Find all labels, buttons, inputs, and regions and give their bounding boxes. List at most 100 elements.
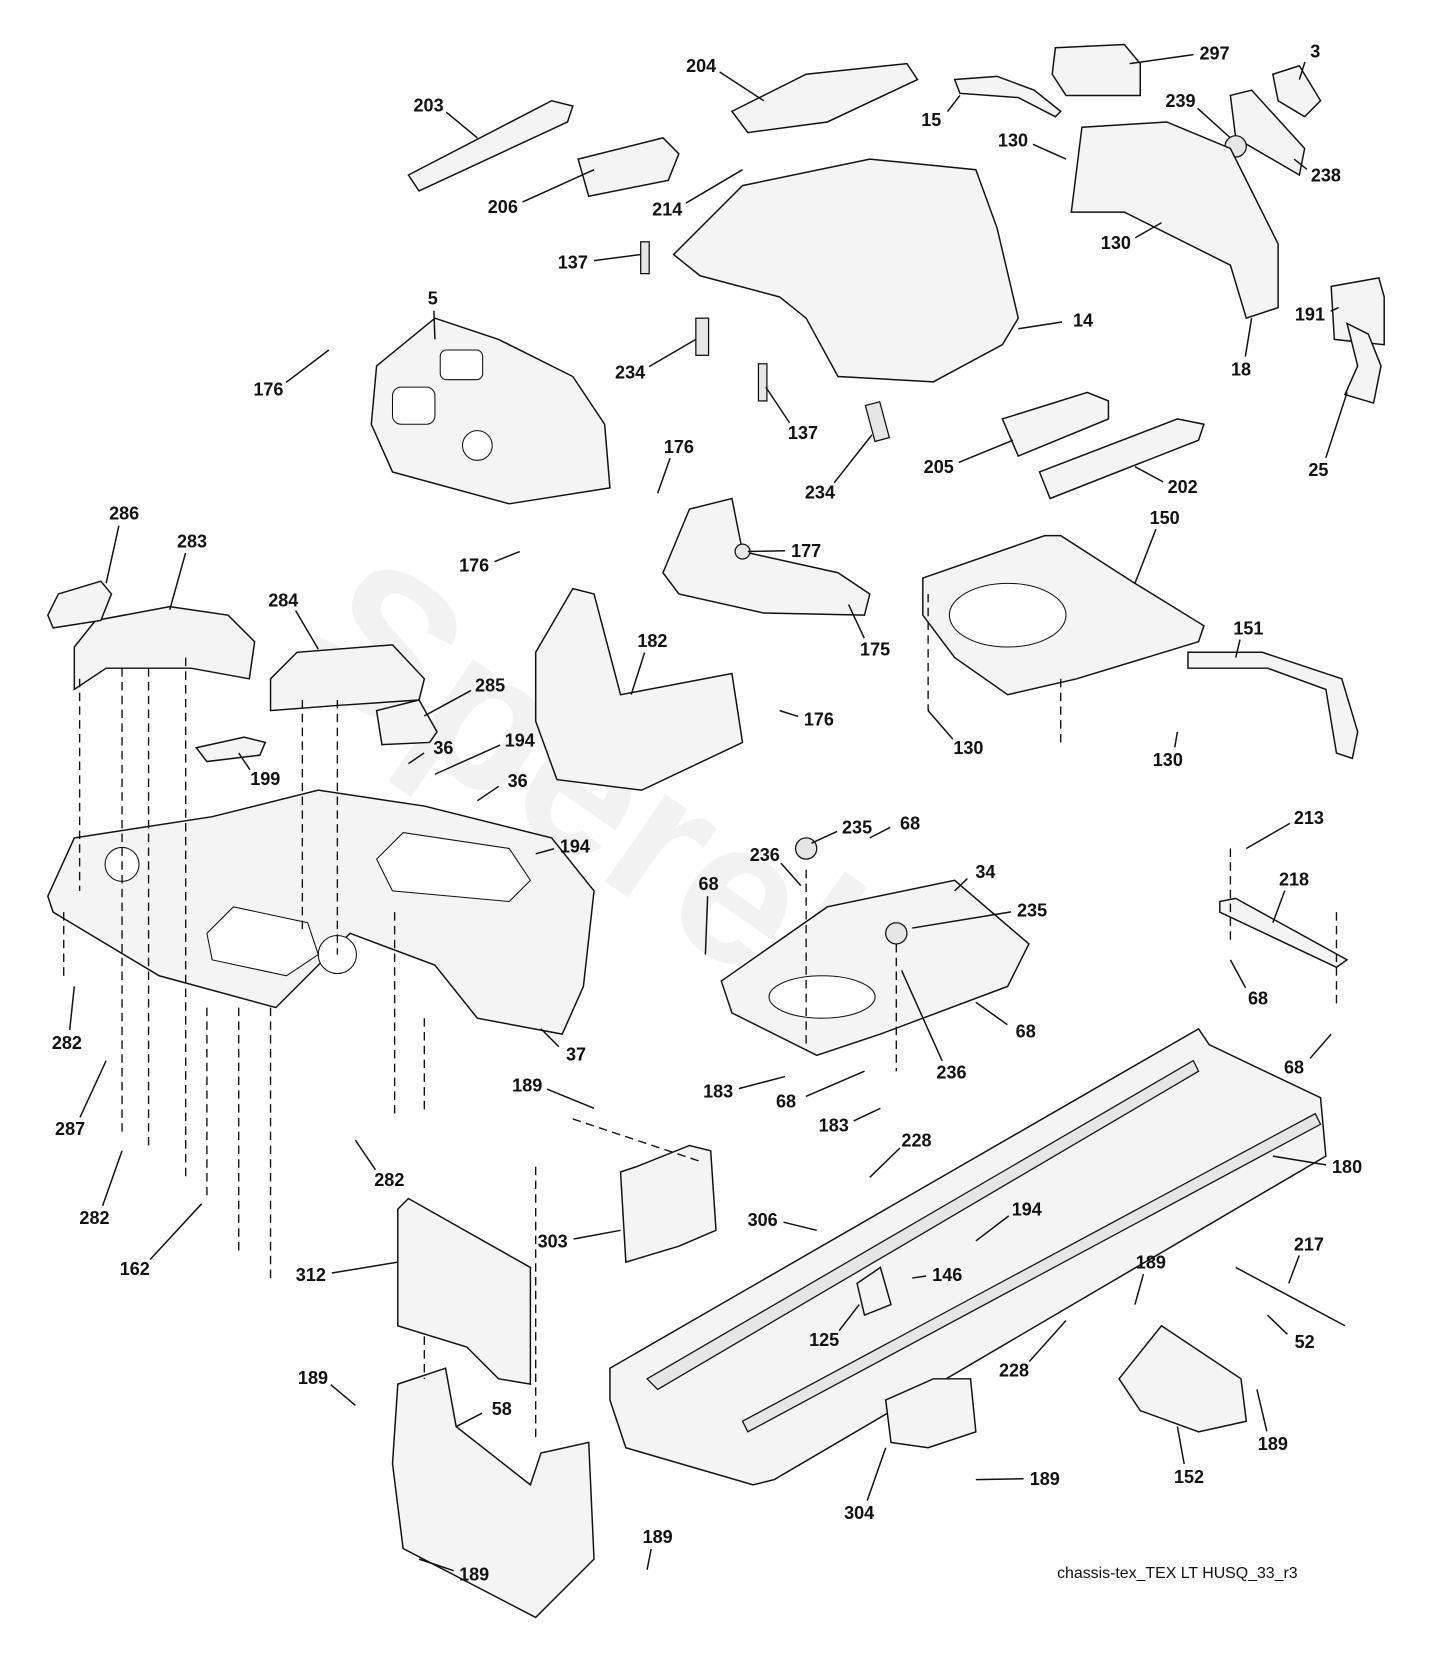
part-callout-238: 238 <box>1311 165 1341 185</box>
part-callout-191: 191 <box>1295 304 1325 324</box>
part-callout-18: 18 <box>1231 359 1251 379</box>
leader-line-189 <box>418 1558 454 1572</box>
part-callout-189: 189 <box>1030 1469 1060 1489</box>
leader-line-234 <box>648 338 697 368</box>
part-137-strip <box>757 363 768 402</box>
part-285-cap <box>375 699 438 746</box>
part-callout-283: 283 <box>177 531 207 551</box>
part-303-shield <box>619 1144 717 1264</box>
leader-line-3 <box>1298 61 1306 80</box>
leader-line-306 <box>783 1221 817 1232</box>
leader-line-68 <box>975 1001 1008 1026</box>
part-callout-287: 287 <box>55 1119 85 1139</box>
part-callout-189: 189 <box>1258 1434 1288 1454</box>
leader-line-146 <box>912 1275 927 1279</box>
leader-line-183 <box>853 1107 881 1122</box>
leader-line-36 <box>476 785 500 802</box>
part-callout-36: 36 <box>508 771 528 791</box>
leader-line-175 <box>847 604 865 639</box>
leader-line-68 <box>1309 1033 1332 1060</box>
part-callout-68: 68 <box>1284 1057 1304 1077</box>
part-180-frame-rail <box>741 1112 1322 1433</box>
part-callout-151: 151 <box>1233 618 1263 638</box>
leader-line-282 <box>354 1139 377 1171</box>
part-callout-130: 130 <box>998 130 1028 150</box>
part-297-cover <box>1051 43 1141 97</box>
part-callout-25: 25 <box>1308 460 1328 480</box>
leader-line-236 <box>780 862 802 887</box>
part-callout-183: 183 <box>703 1082 733 1102</box>
part-286-cap <box>46 580 113 629</box>
leader-line-239 <box>1197 107 1231 139</box>
part-15-strip <box>953 75 1062 118</box>
leader-line-205 <box>958 439 1014 464</box>
leader-line-150 <box>1134 528 1157 584</box>
leader-line-189 <box>330 1384 356 1406</box>
part-217-rod <box>1235 1266 1346 1327</box>
leader-line-217 <box>1288 1255 1300 1284</box>
part-callout-3: 3 <box>1310 41 1320 61</box>
part-37-opening <box>375 832 532 903</box>
leader-line-68 <box>1229 959 1247 989</box>
part-235-spacer <box>794 837 818 860</box>
part-34-opening <box>768 975 876 1019</box>
part-150-opening <box>948 582 1067 648</box>
part-14-hood <box>672 158 1020 383</box>
part-177-nut <box>734 543 751 560</box>
part-callout-203: 203 <box>414 95 444 115</box>
part-callout-15: 15 <box>921 110 941 130</box>
part-204-vent <box>730 62 919 134</box>
leader-line-218 <box>1272 890 1286 924</box>
leader-line-176 <box>494 550 521 563</box>
part-callout-37: 37 <box>566 1045 586 1065</box>
part-callout-68: 68 <box>1248 988 1268 1008</box>
part-callout-36: 36 <box>433 738 453 758</box>
part-3-bracket <box>1271 64 1322 118</box>
part-callout-180: 180 <box>1332 1157 1362 1177</box>
leader-line-52 <box>1267 1314 1288 1335</box>
leader-line-234 <box>833 434 873 484</box>
leader-line-285 <box>423 689 472 717</box>
leader-line-130 <box>927 710 954 740</box>
leader-line-125 <box>838 1304 860 1332</box>
leader-line-176 <box>656 457 671 494</box>
part-callout-205: 205 <box>924 457 954 477</box>
part-callout-68: 68 <box>900 813 920 833</box>
leader-line-68 <box>704 896 709 955</box>
part-callout-282: 282 <box>374 1170 404 1190</box>
part-callout-214: 214 <box>652 199 682 219</box>
part-callout-130: 130 <box>1101 233 1131 253</box>
leader-line-36 <box>408 752 425 765</box>
part-callout-137: 137 <box>788 423 818 443</box>
leader-line-228 <box>1028 1319 1067 1363</box>
part-callout-303: 303 <box>538 1231 568 1251</box>
part-callout-68: 68 <box>1016 1021 1036 1041</box>
part-238-panel <box>1229 89 1306 177</box>
part-callout-297: 297 <box>1199 43 1229 63</box>
assembly-lines <box>63 593 1338 1438</box>
part-callout-194: 194 <box>1012 1199 1042 1219</box>
leader-line-191 <box>1330 306 1339 312</box>
leader-line-283 <box>169 552 187 611</box>
part-callout-182: 182 <box>637 631 667 651</box>
part-234-clip <box>695 317 710 356</box>
part-callout-177: 177 <box>791 541 821 561</box>
leader-line-68 <box>805 1070 865 1098</box>
part-callout-5: 5 <box>428 288 438 308</box>
part-callout-189: 189 <box>1136 1253 1166 1273</box>
part-5-dash <box>370 317 611 505</box>
part-5-opening <box>461 430 493 461</box>
part-callout-176: 176 <box>253 380 283 400</box>
part-callout-206: 206 <box>488 197 518 217</box>
part-callout-194: 194 <box>560 837 590 857</box>
part-callout-234: 234 <box>805 482 835 502</box>
part-5-opening <box>439 349 484 381</box>
part-callout-34: 34 <box>975 862 995 882</box>
part-312-plate <box>397 1197 532 1385</box>
leader-line-25 <box>1325 392 1348 459</box>
leader-line-176 <box>285 349 330 383</box>
part-callout-213: 213 <box>1294 808 1324 828</box>
part-callout-189: 189 <box>643 1527 673 1547</box>
